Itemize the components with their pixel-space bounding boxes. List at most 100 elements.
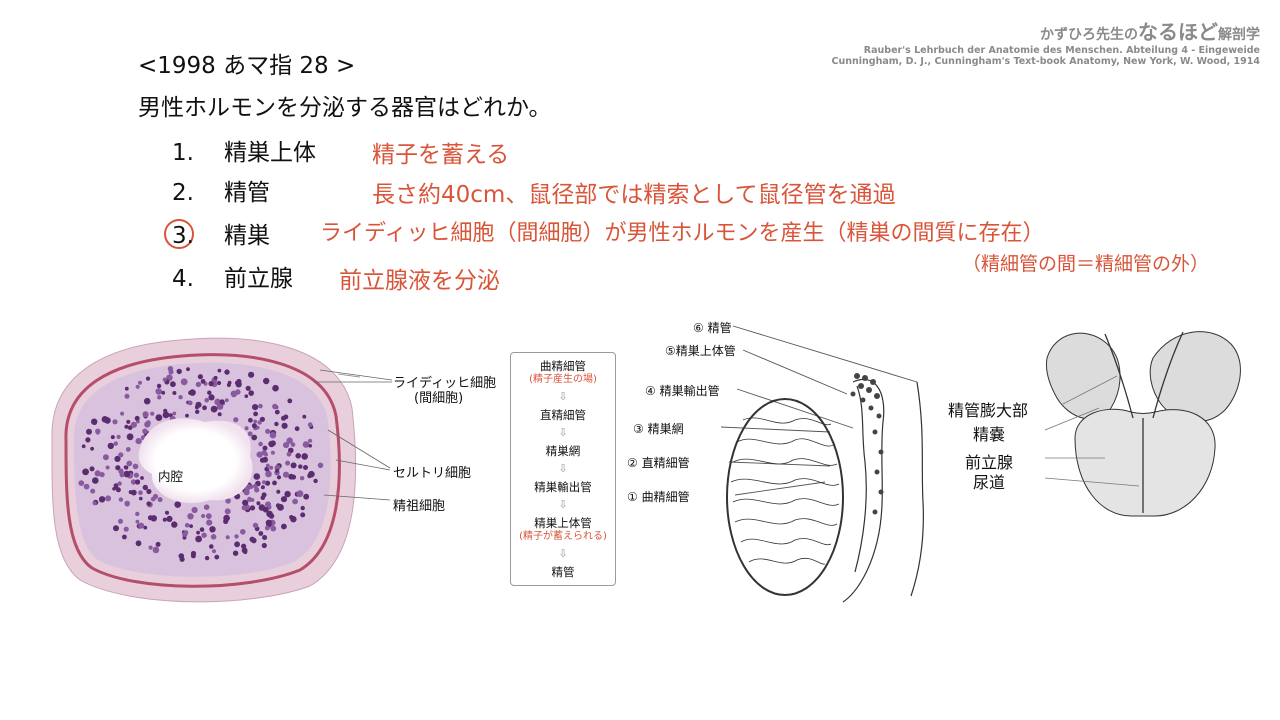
cell-nucleus bbox=[152, 546, 160, 554]
cell-nucleus bbox=[155, 541, 161, 547]
histology-leader-lines bbox=[314, 369, 393, 501]
cell-nucleus bbox=[250, 498, 255, 502]
cell-nucleus bbox=[288, 447, 294, 454]
cell-nucleus bbox=[124, 500, 130, 507]
leydig-label: ライディッヒ細胞 bbox=[393, 376, 497, 391]
cell-nucleus bbox=[261, 542, 267, 549]
cell-nucleus bbox=[251, 423, 257, 429]
cell-nucleus bbox=[244, 426, 249, 431]
spermatogonia-label: 精祖細胞 bbox=[393, 499, 446, 514]
cell-nucleus bbox=[209, 526, 216, 533]
cell-nucleus bbox=[135, 479, 141, 485]
cell-nucleus bbox=[258, 403, 263, 409]
cell-nucleus bbox=[166, 374, 173, 381]
cell-nucleus bbox=[90, 488, 96, 494]
option-4-note: 前立腺液を分泌 bbox=[339, 268, 500, 294]
cell-nucleus bbox=[210, 534, 217, 540]
flow-arrow: ⇩ bbox=[558, 390, 568, 403]
cell-nucleus bbox=[286, 451, 292, 457]
cell-nucleus bbox=[138, 522, 145, 529]
cell-nucleus bbox=[145, 376, 151, 381]
cell-nucleus bbox=[280, 496, 288, 503]
option-4: 4.前立腺 bbox=[172, 259, 293, 293]
cell-nucleus bbox=[184, 523, 190, 528]
cell-nucleus bbox=[295, 453, 301, 459]
cell-nucleus bbox=[224, 398, 229, 403]
seminiferous-tubule-histology: 内腔 bbox=[51, 337, 360, 603]
cell-nucleus bbox=[187, 400, 193, 406]
cell-nucleus bbox=[86, 428, 92, 435]
cell-nucleus bbox=[124, 386, 129, 391]
cell-nucleus bbox=[286, 437, 293, 444]
cell-nucleus bbox=[214, 398, 221, 406]
cell-nucleus bbox=[186, 367, 190, 372]
cell-nucleus bbox=[120, 411, 125, 416]
option-label: 精管 bbox=[224, 180, 270, 206]
cell-nucleus bbox=[117, 481, 122, 486]
cell-nucleus bbox=[150, 411, 155, 416]
cell-nucleus bbox=[135, 438, 142, 445]
cell-nucleus bbox=[247, 431, 253, 437]
cell-nucleus bbox=[99, 472, 105, 478]
cell-nucleus bbox=[281, 422, 288, 429]
flow-arrow: ⇩ bbox=[558, 426, 568, 439]
cell-nucleus bbox=[142, 484, 148, 491]
cell-nucleus bbox=[196, 530, 201, 535]
cell-nucleus bbox=[207, 390, 212, 395]
cell-nucleus bbox=[260, 485, 265, 490]
cell-nucleus bbox=[245, 385, 251, 391]
option-number: 1. bbox=[172, 140, 194, 166]
option-3: 3.精巣 bbox=[172, 216, 270, 250]
cell-nucleus bbox=[265, 470, 272, 478]
cell-nucleus bbox=[90, 446, 94, 451]
cell-nucleus bbox=[156, 383, 162, 389]
cell-nucleus bbox=[272, 480, 277, 486]
option-number: 2. bbox=[172, 180, 194, 206]
cell-nucleus bbox=[216, 380, 222, 386]
cell-nucleus bbox=[204, 397, 209, 403]
cell-nucleus bbox=[204, 555, 210, 561]
cell-nucleus bbox=[130, 489, 137, 496]
cell-nucleus bbox=[262, 445, 268, 451]
cell-nucleus bbox=[270, 450, 275, 455]
cell-nucleus bbox=[282, 471, 290, 478]
sertoli-label: セルトリ細胞 bbox=[393, 466, 472, 481]
cell-nucleus bbox=[82, 468, 89, 476]
cell-nucleus bbox=[112, 419, 118, 425]
cell-nucleus bbox=[268, 513, 275, 519]
cell-nucleus bbox=[140, 476, 144, 480]
cell-nucleus bbox=[170, 381, 176, 388]
cell-nucleus bbox=[162, 517, 167, 522]
cell-nucleus bbox=[139, 496, 143, 501]
cell-nucleus bbox=[124, 465, 129, 470]
cell-nucleus bbox=[161, 390, 166, 395]
cell-nucleus bbox=[208, 381, 214, 387]
cell-nucleus bbox=[317, 462, 324, 469]
brand-title: かずひろ先生のなるほど解剖学 bbox=[832, 16, 1260, 45]
cell-nucleus bbox=[126, 460, 133, 467]
option-1-note: 精子を蓄える bbox=[372, 142, 510, 168]
cell-nucleus bbox=[190, 553, 196, 559]
leydig-label-2: (間細胞) bbox=[414, 391, 464, 406]
flow-step-5: 精巣上体管(精子が蓄えられる) bbox=[511, 516, 615, 544]
cell-nucleus bbox=[256, 501, 261, 506]
cell-nucleus bbox=[274, 421, 279, 427]
cell-nucleus bbox=[272, 403, 278, 410]
cell-nucleus bbox=[269, 431, 277, 439]
ampulla-label: 精管膨大部 bbox=[948, 401, 1029, 420]
testis-label-6: ⑥ 精管 bbox=[693, 321, 732, 335]
cell-nucleus bbox=[217, 412, 222, 417]
cell-nucleus bbox=[130, 421, 137, 428]
cell-nucleus bbox=[294, 426, 300, 432]
cell-nucleus bbox=[199, 527, 205, 532]
flow-note: (精子産生の場) bbox=[529, 374, 597, 385]
cell-nucleus bbox=[157, 395, 162, 400]
cell-nucleus bbox=[253, 473, 261, 480]
cell-nucleus bbox=[265, 480, 271, 486]
cell-nucleus bbox=[114, 455, 121, 462]
testis-label-2: ② 直精細管 bbox=[627, 456, 690, 470]
cell-nucleus bbox=[224, 369, 230, 375]
testis-label-1: ① 曲精細管 bbox=[627, 490, 690, 504]
cell-nucleus bbox=[296, 490, 304, 498]
cell-nucleus bbox=[162, 377, 167, 382]
